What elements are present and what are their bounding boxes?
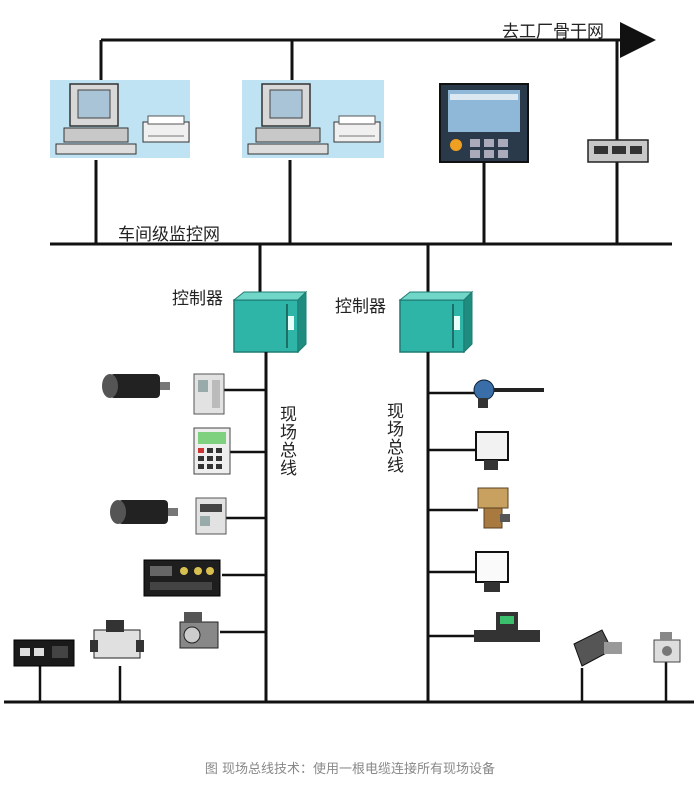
sensor-transmitter-icon xyxy=(475,431,509,470)
workshop-net-label: 车间级监控网 xyxy=(118,225,220,245)
fieldbus-right-label: 现场总线 xyxy=(383,402,403,474)
control-valve-icon xyxy=(179,612,219,649)
keypad-terminal-icon xyxy=(193,427,231,475)
computer-monitor-icon xyxy=(247,83,329,155)
io-module-icon xyxy=(143,559,221,597)
workstation-left xyxy=(50,80,190,158)
workstation-right xyxy=(242,80,384,158)
sensor-transmitter-icon xyxy=(473,379,544,408)
control-valve-icon xyxy=(90,620,144,659)
controller-left xyxy=(232,290,308,354)
controller-left-label: 控制器 xyxy=(172,289,223,309)
control-valve-icon xyxy=(477,487,510,529)
controller-right-label: 控制器 xyxy=(335,297,386,317)
servo-motor-icon xyxy=(102,374,170,398)
computer-monitor-icon xyxy=(55,83,137,155)
camera-icon xyxy=(653,632,681,663)
camera-icon xyxy=(573,629,622,667)
flowmeter-icon xyxy=(474,612,540,642)
network-gateway-icon xyxy=(587,139,649,163)
motor-drive-icon xyxy=(195,497,227,535)
controller-right xyxy=(398,290,474,354)
operator-panel-icon xyxy=(439,83,529,163)
backbone-label: 去工厂骨干网 xyxy=(502,22,604,42)
printer-icon xyxy=(142,115,190,143)
servo-motor-icon xyxy=(110,500,178,524)
fieldbus-left-label: 现场总线 xyxy=(276,405,296,477)
figure-caption: 图 现场总线技术：使用一根电缆连接所有现场设备 xyxy=(204,762,496,777)
motor-drive-icon xyxy=(193,373,225,415)
sensor-transmitter-icon xyxy=(475,551,509,592)
printer-icon xyxy=(333,115,381,143)
network-gateway-icon xyxy=(13,639,75,667)
